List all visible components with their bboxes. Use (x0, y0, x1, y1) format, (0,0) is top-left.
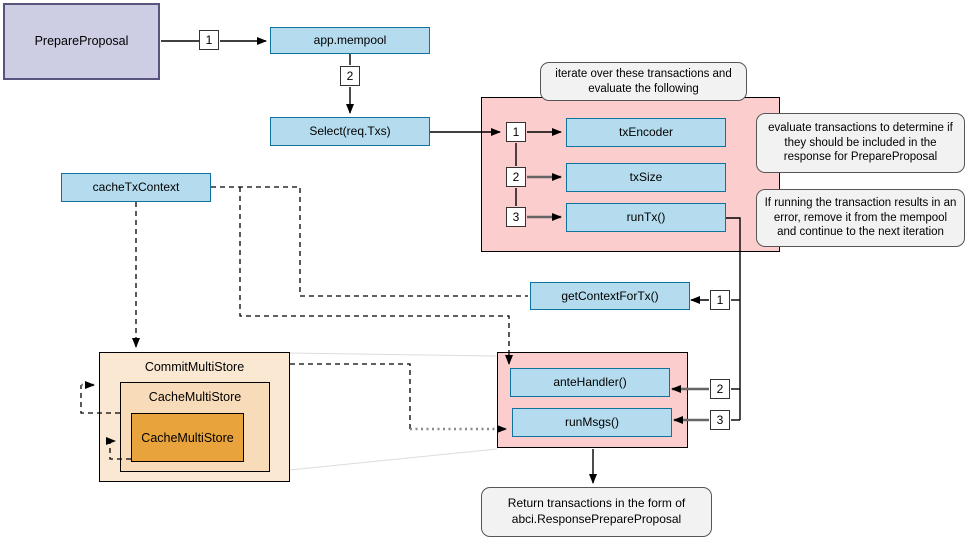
callout-return-note: Return transactions in the form of abci.… (481, 487, 712, 537)
store-cache-multi-store-inner: CacheMultiStore (131, 413, 244, 462)
badge-iterate-step-2: 2 (506, 167, 526, 187)
light-association-lines (289, 352, 498, 471)
store-cache-multi-store: CacheMultiStore CacheMultiStore (120, 382, 270, 472)
cache-multi-store-label: CacheMultiStore (148, 390, 242, 404)
node-app-mempool: app.mempool (270, 27, 430, 54)
node-select-req-txs: Select(req.Txs) (270, 117, 430, 146)
node-prepare-proposal: PrepareProposal (3, 3, 160, 80)
node-run-tx: runTx() (566, 203, 726, 232)
badge-flow-step-1: 1 (199, 30, 219, 50)
cache-multi-store-inner-label: CacheMultiStore (141, 430, 234, 445)
badge-iterate-step-1: 1 (506, 122, 526, 142)
node-get-context-for-tx: getContextForTx() (530, 282, 690, 310)
commit-multi-store-label: CommitMultiStore (144, 360, 245, 374)
node-tx-encoder: txEncoder (566, 118, 726, 147)
node-ante-handler: anteHandler() (510, 368, 670, 397)
badge-runtx-step-1: 1 (710, 290, 730, 310)
callout-iterate-note: iterate over these transactions and eval… (540, 62, 747, 101)
badge-runtx-step-3: 3 (710, 410, 730, 430)
callout-evaluate-note: evaluate transactions to determine if th… (756, 113, 965, 173)
node-cache-tx-context: cacheTxContext (61, 173, 211, 202)
store-commit-multi-store: CommitMultiStore CacheMultiStore CacheMu… (99, 352, 290, 482)
badge-iterate-step-3: 3 (506, 207, 526, 227)
callout-on-error-note: If running the transaction results in an… (756, 189, 965, 247)
node-tx-size: txSize (566, 163, 726, 192)
badge-runtx-step-2: 2 (710, 379, 730, 399)
badge-flow-step-2: 2 (340, 66, 360, 86)
node-run-msgs: runMsgs() (512, 408, 672, 437)
